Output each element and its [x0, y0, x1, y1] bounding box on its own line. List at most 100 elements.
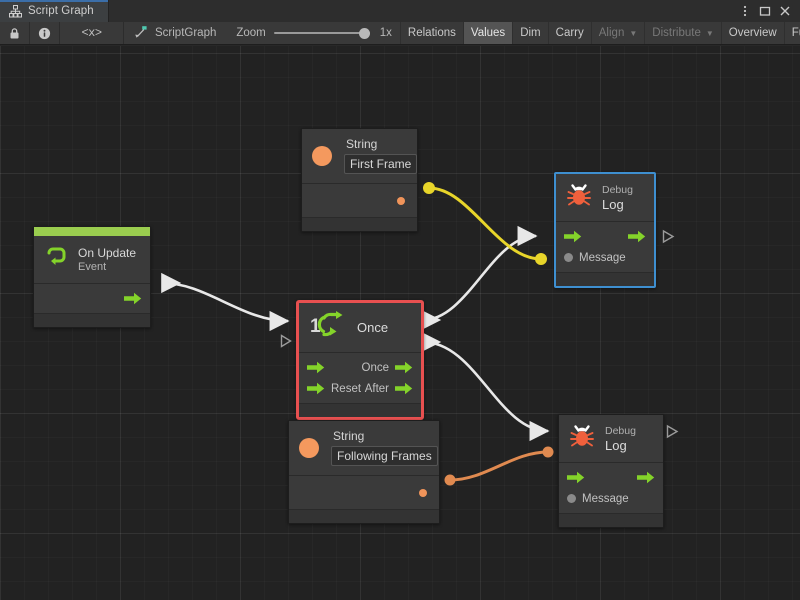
relation-port-debuglog-top-outline: [662, 229, 675, 244]
once-counter-icon: 1: [308, 310, 348, 345]
script-graph-name: ScriptGraph: [155, 27, 217, 39]
node-footer: [34, 313, 150, 327]
toolbar-button-label: Distribute: [652, 27, 701, 39]
full-screen-button[interactable]: Full Screen: [783, 22, 800, 44]
node-debug-log-bottom[interactable]: Debug Log: [558, 414, 664, 528]
info-icon[interactable]: [30, 22, 60, 44]
window-title-bar: Script Graph: [0, 0, 800, 22]
close-icon[interactable]: [776, 2, 794, 20]
angle-brackets-button[interactable]: <x>: [60, 22, 124, 44]
overview-button[interactable]: Overview: [720, 22, 784, 44]
lock-icon[interactable]: [0, 22, 30, 44]
node-title: Log: [605, 437, 627, 453]
string-output-port[interactable]: [397, 196, 405, 205]
node-title: On Update: [78, 245, 137, 260]
port-label: Reset: [331, 382, 362, 395]
flow-out-arrow[interactable]: [124, 292, 142, 305]
node-string-first-frame[interactable]: String First Frame: [301, 128, 418, 232]
zoom-control: Zoom 1x: [228, 22, 400, 44]
toolbar-button-label: Relations: [407, 27, 456, 39]
toolbar-button-label: Carry: [555, 27, 584, 39]
flow-in-arrow[interactable]: [567, 471, 585, 484]
titlebar-spacer: [109, 0, 736, 22]
flow-in-arrow[interactable]: [564, 230, 582, 243]
port-label: Once: [361, 361, 390, 374]
node-body: Message: [556, 221, 654, 272]
graph-canvas[interactable]: On Update Event: [0, 46, 800, 600]
node-debug-log-top[interactable]: Debug Log: [554, 172, 656, 288]
node-subtitle: Debug: [602, 183, 633, 196]
script-graph-icon: [134, 25, 148, 42]
chevron-down-icon: ▼: [705, 29, 714, 38]
graph-toolbar: <x> ScriptGraph Zoom 1x Relations Values D…: [0, 22, 800, 45]
node-string-following-frames[interactable]: String Following Frames: [288, 420, 440, 524]
node-footer: [299, 403, 421, 417]
node-body: [34, 283, 150, 313]
node-header: On Update Event: [34, 236, 150, 283]
message-input-port[interactable]: Message: [567, 493, 629, 505]
string-output-port[interactable]: [419, 488, 427, 497]
node-header-text: On Update Event: [78, 246, 136, 274]
message-input-port[interactable]: Message: [564, 252, 626, 264]
after-output-port[interactable]: After: [365, 382, 413, 395]
port-row-reset-after: Reset After: [299, 378, 421, 399]
node-on-update[interactable]: On Update Event: [33, 226, 151, 328]
wire-string-first-frame-to-message: [423, 182, 547, 265]
node-subtitle: Event: [78, 260, 107, 273]
wire-once-to-debuglog-top: [421, 225, 538, 331]
dim-button[interactable]: Dim: [512, 22, 547, 44]
zoom-value: 1x: [379, 27, 392, 39]
string-value-input[interactable]: Following Frames: [331, 446, 438, 466]
maximize-icon[interactable]: [756, 2, 774, 20]
node-body: Once Reset After: [299, 352, 421, 403]
node-header-text: Debug Log: [605, 425, 636, 453]
node-title: Log: [602, 196, 624, 212]
event-loop-icon: [43, 244, 69, 275]
graph-hierarchy-icon: [9, 4, 22, 18]
bug-icon: [568, 422, 596, 455]
node-footer: [302, 217, 417, 231]
zoom-slider-track: [273, 32, 370, 34]
distribute-button: Distribute ▼: [644, 22, 721, 44]
wire-onupdate-to-once: [161, 272, 290, 332]
chevron-down-icon: ▼: [629, 29, 638, 38]
once-output-port[interactable]: Once: [362, 361, 414, 374]
align-button: Align▼: [590, 22, 645, 44]
port-row-message: Message: [556, 247, 654, 268]
flow-out-arrow[interactable]: [628, 230, 646, 243]
node-header: 1 Once: [299, 303, 421, 352]
carry-button[interactable]: Carry: [547, 22, 591, 44]
string-value-input[interactable]: First Frame: [344, 154, 418, 174]
more-options-icon[interactable]: [736, 2, 754, 20]
reset-input-port[interactable]: Reset: [307, 382, 361, 395]
node-header-text: Once: [357, 320, 388, 335]
port-row-flow: [559, 467, 663, 488]
toolbar-button-label: Full Screen: [791, 27, 800, 39]
relation-port-once-reset-outline: [280, 334, 292, 348]
toolbar-button-label: Dim: [520, 27, 541, 39]
zoom-slider[interactable]: [273, 26, 370, 40]
flow-out-arrow[interactable]: [637, 471, 655, 484]
node-header: Debug Log: [559, 415, 663, 462]
node-footer: [559, 513, 663, 527]
window-controls: [736, 0, 800, 22]
enter-input-port[interactable]: [307, 361, 325, 374]
node-header-text: Debug Log: [602, 184, 633, 212]
node-body: [302, 183, 417, 217]
relations-button[interactable]: Relations: [399, 22, 463, 44]
values-button[interactable]: Values: [462, 22, 513, 44]
zoom-slider-handle[interactable]: [358, 27, 370, 39]
port-row-flow: [556, 226, 654, 247]
toolbar-left-icons: <x>: [0, 22, 124, 44]
port-label: Message: [579, 251, 626, 264]
tab-script-graph[interactable]: Script Graph: [0, 0, 109, 22]
node-body: [289, 475, 439, 509]
toolbar-button-label: Overview: [728, 27, 777, 39]
port-label: After: [364, 382, 389, 395]
script-graph-name-group[interactable]: ScriptGraph: [124, 22, 228, 44]
node-footer: [556, 272, 654, 286]
node-once[interactable]: 1 Once: [296, 300, 424, 420]
port-row-once: Once: [299, 357, 421, 378]
toolbar-button-label: Values: [470, 27, 506, 39]
